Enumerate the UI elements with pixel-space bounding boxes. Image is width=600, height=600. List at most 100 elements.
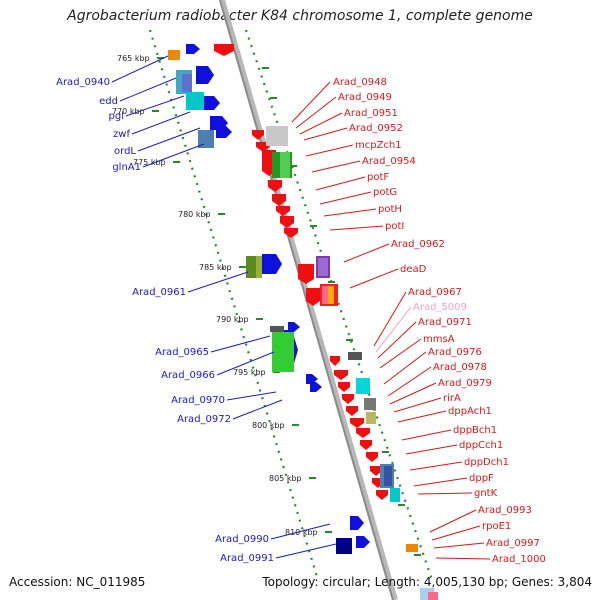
gene-hit-box <box>272 332 294 372</box>
genome-summary: Topology: circular; Length: 4,005,130 bp… <box>262 575 592 589</box>
forward-gene-arrow <box>262 254 282 274</box>
gene-hit-box <box>168 50 180 60</box>
gene-hit-box <box>182 74 192 92</box>
inner-guide-line <box>148 29 320 581</box>
gene-label: Arad_0965 <box>155 347 209 358</box>
gene-label: pgl <box>109 111 124 122</box>
gene-callout-line <box>323 208 377 217</box>
gene-hit-box <box>336 538 352 554</box>
gene-callout-line <box>111 55 169 83</box>
gene-callout-line <box>417 492 473 495</box>
gene-label: rirA <box>443 393 461 404</box>
forward-gene-arrow <box>356 536 370 548</box>
gene-hit-box <box>384 466 392 486</box>
reverse-gene-arrow <box>268 180 282 192</box>
reverse-gene-arrow <box>376 490 388 500</box>
forward-gene-arrow <box>350 516 364 530</box>
gene-label: mcpZch1 <box>355 140 402 151</box>
gene-label: gntK <box>474 488 498 499</box>
forward-gene-arrow <box>306 374 318 384</box>
forward-gene-arrow <box>204 96 220 110</box>
gene-callout-line <box>119 77 177 102</box>
gene-label: Arad_0962 <box>391 239 445 250</box>
gene-label: Arad_0948 <box>333 77 387 88</box>
gene-label: ordL <box>114 146 136 157</box>
gene-callout-line <box>187 271 249 293</box>
gene-callout-line <box>429 509 477 533</box>
reverse-gene-arrow <box>272 194 286 206</box>
gene-hit-box <box>266 126 288 146</box>
map-title: Agrobacterium radiobacter K84 chromosome… <box>67 8 533 24</box>
gene-hit-box <box>318 258 328 276</box>
reverse-gene-arrow <box>276 206 290 216</box>
reverse-gene-arrow <box>306 288 320 306</box>
gene-label: dppAch1 <box>448 406 492 417</box>
gene-label: Arad_0993 <box>478 505 532 516</box>
gene-callout-line <box>131 111 191 135</box>
gene-callout-line <box>270 523 331 540</box>
gene-label: Arad_0972 <box>177 414 231 425</box>
gene-label: mmsA <box>423 334 455 345</box>
gene-callout-line <box>401 429 452 441</box>
gene-callout-line <box>329 225 384 231</box>
gene-callout-line <box>315 176 366 191</box>
gene-callout-line <box>405 444 458 455</box>
reverse-gene-arrow <box>280 216 294 228</box>
gene-label: zwf <box>113 129 130 140</box>
accession-text: Accession: NC_011985 <box>9 575 146 589</box>
gene-hit-box <box>186 92 204 110</box>
gene-label: Arad_5009 <box>413 302 467 313</box>
scale-label: 810 kbp <box>285 528 318 537</box>
gene-label: Arad_1000 <box>492 554 546 565</box>
gene-callout-line <box>311 160 361 173</box>
reverse-gene-arrow <box>214 44 234 56</box>
gene-label: rpoE1 <box>482 521 511 532</box>
forward-gene-arrow <box>216 126 232 138</box>
gene-label: potG <box>373 187 397 198</box>
reverse-gene-arrow <box>366 452 378 462</box>
forward-gene-arrow <box>310 382 322 392</box>
gene-callout-line <box>379 338 422 369</box>
gene-label: Arad_0954 <box>362 156 416 167</box>
scale-label: 770 kbp <box>112 107 145 116</box>
gene-hit-box <box>348 352 362 360</box>
gene-callout-line <box>291 81 331 123</box>
gene-label: Arad_0971 <box>418 317 472 328</box>
reverse-gene-arrow <box>360 440 372 450</box>
gene-callout-line <box>305 144 354 157</box>
gene-callout-line <box>319 191 372 205</box>
gene-hit-box <box>328 286 334 304</box>
reverse-gene-arrow <box>346 406 358 416</box>
gene-hit-box <box>280 152 290 178</box>
reverse-gene-arrow <box>330 356 340 366</box>
gene-label: dppF <box>469 473 494 484</box>
gene-label: Arad_0952 <box>349 123 403 134</box>
gene-label: dppDch1 <box>464 457 509 468</box>
gene-callout-line <box>433 542 485 549</box>
gene-callout-line <box>210 335 271 353</box>
gene-label: Arad_0991 <box>220 553 274 564</box>
scale-label: 795 kbp <box>233 368 266 377</box>
gene-callout-line <box>435 557 491 560</box>
scale-label: 800 kbp <box>252 421 285 430</box>
gene-callout-line <box>125 95 185 117</box>
forward-gene-arrow <box>196 66 214 84</box>
gene-label: Arad_0940 <box>56 77 110 88</box>
gene-label: dppBch1 <box>453 425 497 436</box>
outer-guide-line <box>244 29 434 581</box>
gene-callout-line <box>409 461 463 471</box>
gene-hit-box <box>356 378 370 394</box>
gene-label: potH <box>378 204 402 215</box>
reverse-gene-arrow <box>298 264 314 284</box>
gene-callout-line <box>431 525 481 541</box>
gene-callout-line <box>389 382 437 405</box>
scale-label: 780 kbp <box>178 210 211 219</box>
scale-label: 765 kbp <box>117 54 150 63</box>
gene-callout-line <box>303 127 348 141</box>
gene-label: Arad_0949 <box>338 92 392 103</box>
gene-callout-line <box>295 96 337 129</box>
reverse-gene-arrow <box>284 228 298 238</box>
gene-label: Arad_0961 <box>132 287 186 298</box>
